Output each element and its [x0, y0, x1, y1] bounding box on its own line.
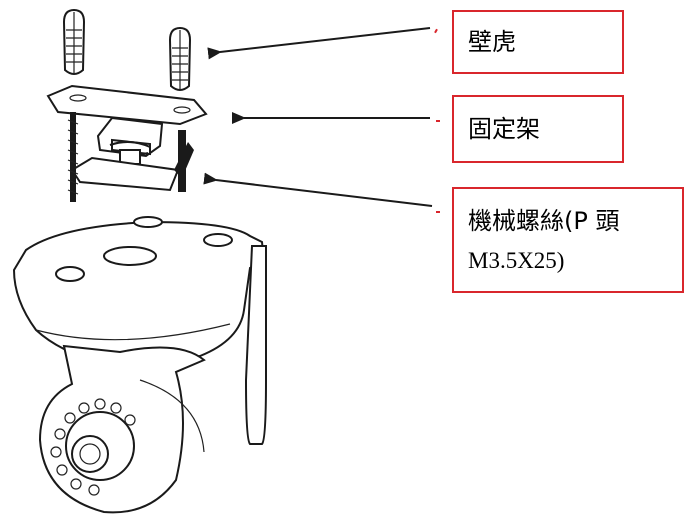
leader-marker-3 — [436, 211, 440, 213]
mounting-bracket — [46, 84, 208, 192]
arrow-screws — [203, 172, 433, 207]
label-bracket-text: 固定架 — [468, 115, 540, 143]
wall-anchor-right — [168, 26, 192, 91]
arrow-wall-anchor — [207, 27, 431, 60]
label-screws-line1: 機械螺絲(P 頭 — [468, 207, 620, 235]
label-bracket: 固定架 — [452, 95, 624, 163]
machine-screw-right — [174, 130, 194, 192]
machine-screw-left — [67, 112, 79, 202]
leader-marker-2 — [436, 120, 440, 122]
label-wall-anchor-text: 壁虎 — [468, 28, 516, 56]
label-screws-line2: M3.5X25) — [468, 248, 565, 273]
ip-camera — [12, 216, 267, 514]
label-machine-screws: 機械螺絲(P 頭 M3.5X25) — [452, 187, 684, 293]
wall-anchor-left — [62, 8, 86, 75]
label-wall-anchor: 壁虎 — [452, 10, 624, 74]
